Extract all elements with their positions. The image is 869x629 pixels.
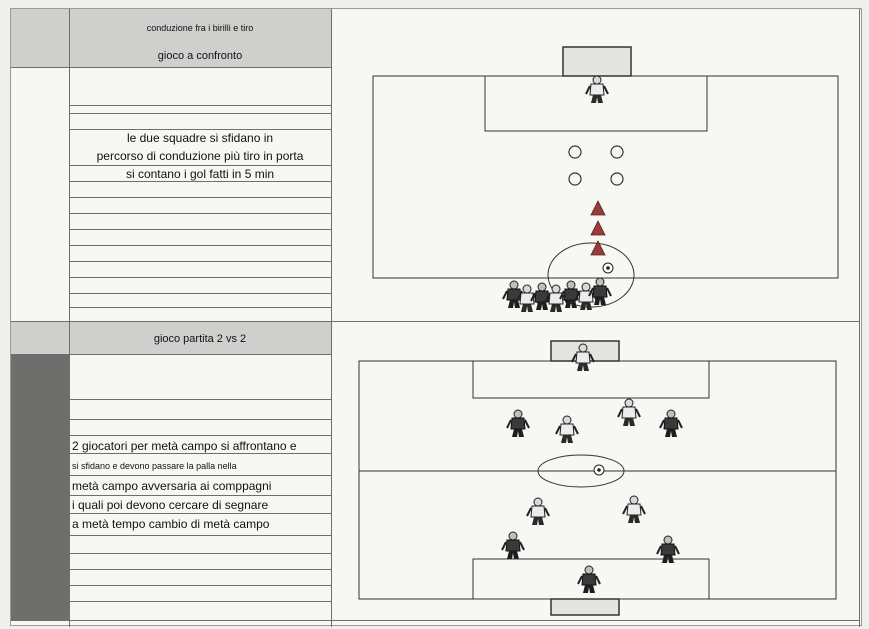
pitch2-field — [359, 341, 836, 615]
pitch-diagrams — [11, 9, 863, 627]
pitch1-goalkeeper — [586, 76, 608, 103]
pitch1-cones — [591, 201, 605, 255]
worksheet: conduzione fra i birilli e tiro gioco a … — [10, 8, 862, 626]
pitch2-ball — [594, 465, 604, 475]
pitch1-ball — [603, 263, 613, 273]
pitch2-players — [502, 344, 682, 593]
pitch1-marker-rings — [569, 146, 623, 185]
